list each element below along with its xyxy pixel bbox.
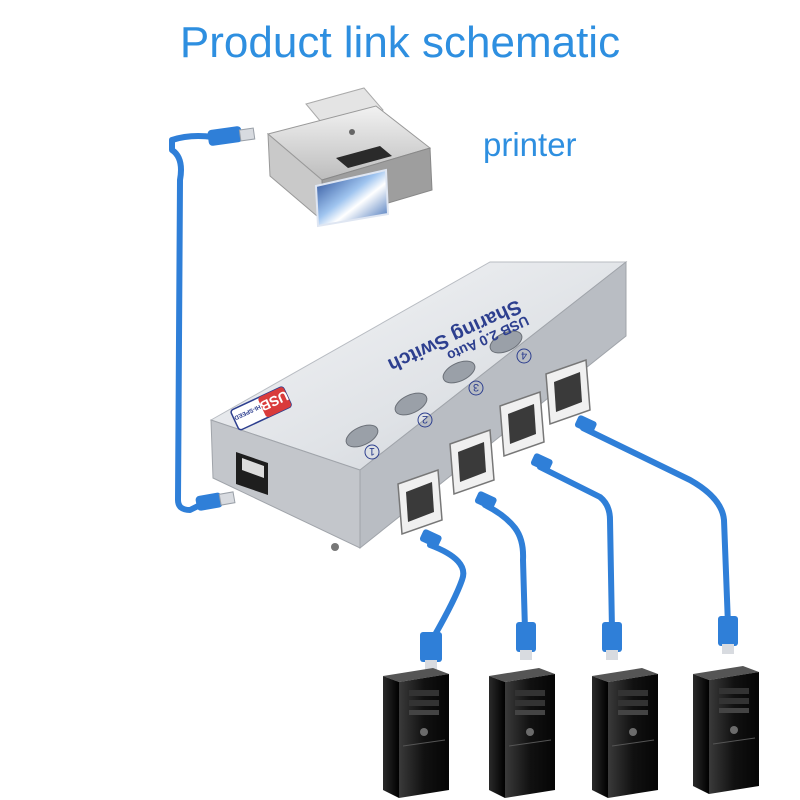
computer-cables [427, 425, 731, 643]
computer-3-icon [592, 668, 658, 798]
usb-sharing-switch: 1 2 3 4 Sharing Switch USB 2.0 Auto USB … [209, 260, 628, 551]
printer-icon [266, 87, 433, 228]
port-number-4: 4 [521, 349, 527, 361]
usb-a-port [236, 452, 268, 495]
usb-b-port-3 [499, 390, 545, 458]
port-number-labels: 1 2 3 4 [364, 348, 532, 460]
printer-label: printer [483, 126, 577, 163]
diagram-title: Product link schematic [179, 18, 621, 67]
usb-plug-printer-end [207, 126, 256, 146]
computer-1-icon [383, 668, 449, 798]
port-number-2: 2 [422, 413, 428, 425]
usb-b-port-1 [397, 468, 443, 536]
usb-b-port-4 [545, 358, 591, 426]
usb-logo-icon: USB HI-SPEED [230, 386, 292, 431]
usb-plug-switch-end [195, 491, 236, 511]
port-number-1: 1 [369, 445, 375, 457]
port-number-3: 3 [473, 381, 479, 393]
usb-b-port-2 [449, 428, 495, 496]
computer-2-icon [489, 668, 555, 798]
screw-icon [331, 543, 339, 551]
led-indicators [345, 330, 523, 448]
printer-cable [169, 133, 216, 513]
computer-4-icon [693, 666, 759, 794]
cable-plugs [419, 415, 738, 670]
